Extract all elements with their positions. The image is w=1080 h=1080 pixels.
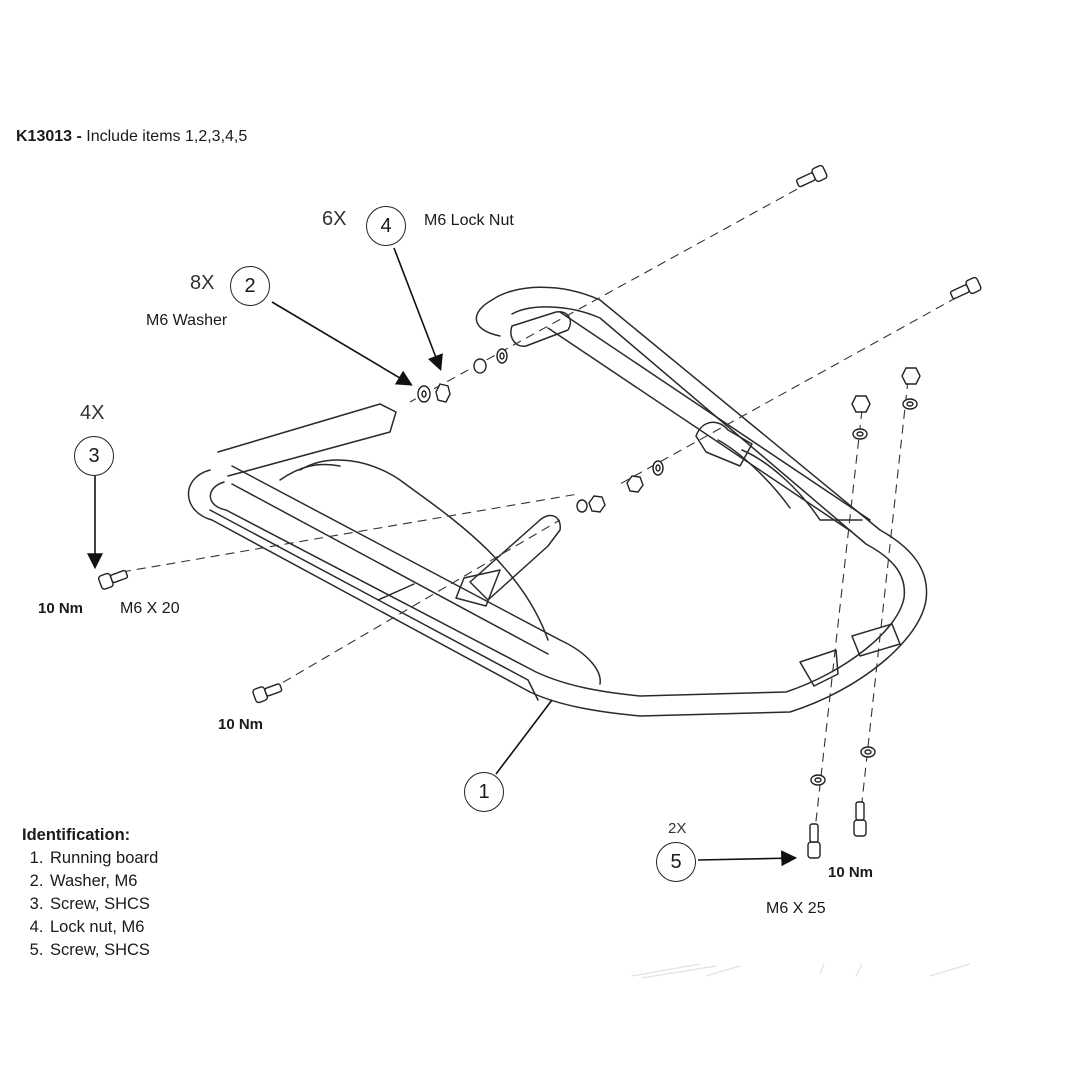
identification-title: Identification: [22,826,131,844]
label-screw-m6x25: M6 X 25 [766,900,826,917]
step-crossbar [377,583,415,601]
lower-tab-2 [851,623,901,657]
callout-item4: 4 [366,206,406,246]
callout-item3: 3 [74,436,114,476]
identification-item-1: Running board [48,847,158,870]
torque-right: 10 Nm [828,864,874,881]
label-lock-nut: M6 Lock Nut [424,212,514,229]
kit-header: K13013 - Include items 1,2,3,4,5 [16,128,247,146]
leader-item2 [271,301,413,386]
kit-id: K13013 [16,128,73,145]
cross-tube-1 [299,459,549,641]
label-screw-m6x20: M6 X 20 [120,600,180,617]
lower-tab-1 [799,649,839,687]
frame-outer-tube [187,286,928,717]
leader-item4 [393,247,443,371]
identification-item-5: Screw, SHCS [48,939,158,962]
identification-legend: Identification: Running board Washer, M6… [22,824,158,962]
right-bracket [695,421,753,467]
leader-item1 [495,699,553,775]
torque-left-top: 10 Nm [38,600,84,617]
front-arm [217,403,397,477]
identification-item-4: Lock nut, M6 [48,916,158,939]
identification-item-2: Washer, M6 [48,870,158,893]
step-left-rail-2 [231,483,549,655]
mid-bracket-plate [455,569,501,607]
kit-description: Include items 1,2,3,4,5 [86,128,248,145]
torque-left-bottom: 10 Nm [218,716,264,733]
callout-item1: 1 [464,772,504,812]
callout-item2: 2 [230,266,270,306]
step-right-rail-2 [547,327,853,533]
step-left-rail [231,465,601,685]
cross-tube-4 [717,439,791,509]
step-left-rail-3 [209,509,539,701]
identification-list: Running board Washer, M6 Screw, SHCS Loc… [22,847,158,962]
cross-tube-2 [279,463,341,481]
callout-item5: 5 [656,842,696,882]
qty-item3: 4X [80,402,105,424]
step-right-rail [559,311,871,521]
qty-item5: 2X [668,820,687,837]
mid-bracket [469,514,561,601]
qty-item2: 8X [190,272,215,294]
identification-item-3: Screw, SHCS [48,893,158,916]
label-washer: M6 Washer [146,312,228,329]
kit-separator: - [72,128,87,145]
rear-bracket [510,311,572,347]
cross-tube-3 [741,449,863,521]
leader-item5 [697,850,798,867]
qty-item4: 6X [322,208,347,230]
frame-inner-tube [209,306,906,697]
